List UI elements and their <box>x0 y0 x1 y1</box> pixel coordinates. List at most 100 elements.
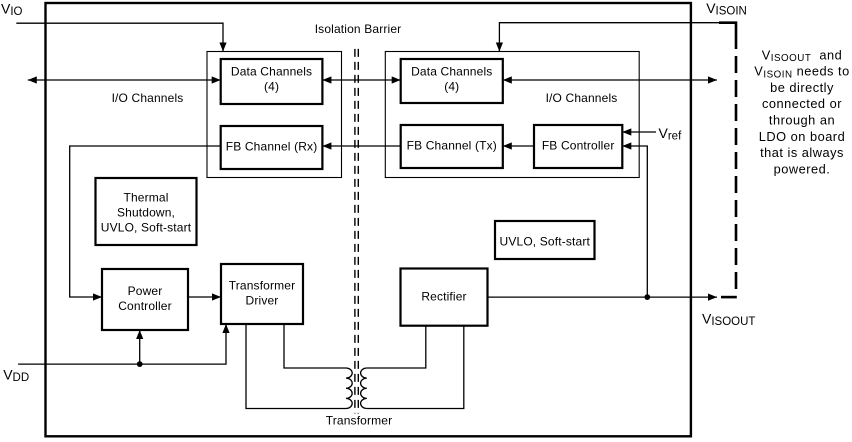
chip-outline-layer <box>44 1 693 438</box>
transformer-label: Transformer <box>326 414 393 428</box>
note-line: through an <box>769 113 835 128</box>
note-segment: V <box>762 47 771 62</box>
io-left-arrow-start-arrowhead-icon <box>27 76 37 84</box>
vdd-pin-main-text: V <box>3 367 13 383</box>
vref-wire-end-arrowhead-icon <box>622 128 632 136</box>
power-controller-box <box>100 267 190 332</box>
vio-wire-end-arrowhead-icon <box>219 42 227 52</box>
note-segment: powered. <box>774 161 831 176</box>
fb-cross-barrier-end-arrowhead-icon <box>322 142 332 150</box>
note-line: LDO on board <box>759 129 845 144</box>
rectifier-out-end-arrowhead-icon <box>708 293 717 301</box>
powerctrl-to-driver-end-arrowhead-icon <box>212 293 221 301</box>
vio-pin-label: VIO <box>1 1 23 19</box>
fbrx-to-powerctrl <box>69 145 221 298</box>
feedback-junction <box>644 294 651 300</box>
note-segment: and <box>811 47 842 62</box>
driver-primary-bottom <box>245 324 346 410</box>
data-channels-left-label: Data Channels <box>231 65 312 79</box>
io-middle-arrow-end-arrowhead-icon <box>391 76 401 84</box>
io-right-arrow-end-arrowhead-icon <box>708 76 717 84</box>
wires-layer <box>16 22 719 410</box>
feedback-loop-end-arrowhead-icon <box>622 142 632 150</box>
visoin-link-head <box>719 21 738 32</box>
note-segment: LDO on board <box>759 129 845 144</box>
junction-dots-layer <box>136 294 651 367</box>
thermal-shutdown-box <box>94 176 198 247</box>
note-segment: that is always <box>760 145 844 160</box>
isolation-barrier-label: Isolation Barrier <box>315 22 402 36</box>
io-channels-right-label: I/O Channels <box>546 91 618 105</box>
visoin-wire <box>498 22 719 52</box>
note-line: that is always <box>760 145 844 160</box>
note-segment: ISOIN <box>763 69 792 80</box>
fbctrl-to-fbtx-end-arrowhead-icon <box>502 142 512 150</box>
fb-controller-label: FB Controller <box>542 139 615 153</box>
note-segment: needs to <box>793 64 850 79</box>
vdd-junction <box>136 361 143 367</box>
labels-layer: I/O Channels I/O Channels Isolation Barrie… <box>1 0 849 428</box>
data-channels-right-label: (4) <box>444 80 459 94</box>
transformer-primary-winding <box>345 367 353 410</box>
group-boxes-layer <box>206 50 640 179</box>
uvlo-soft-start-box <box>493 219 596 261</box>
transformer-driver-label: Transformer <box>229 279 296 293</box>
visoin-pin-label: VISOIN <box>706 0 747 18</box>
note-segment: V <box>754 64 763 79</box>
visoout-pin-main-text: V <box>702 311 712 327</box>
vdd-rail <box>18 324 227 365</box>
data-channels-left-box <box>219 57 324 106</box>
left-io-group <box>206 50 343 179</box>
vdd-pin-sub-text: DD <box>13 372 30 384</box>
transformer-driver-label: Driver <box>246 294 279 308</box>
rectifier-label: Rectifier <box>421 289 466 303</box>
rect-secondary-bottom <box>366 325 465 410</box>
data-channels-left-label: (4) <box>264 80 279 94</box>
fb-channel-rx-box <box>219 124 324 171</box>
note-line: powered. <box>774 161 831 176</box>
data-channels-right-label: Data Channels <box>411 65 492 79</box>
vio-pin-main-text: V <box>1 1 11 17</box>
io-right-arrow-start-arrowhead-icon <box>502 76 512 84</box>
note-segment: be directly <box>770 80 834 95</box>
vdd-rail-end-arrowhead-icon <box>222 324 230 333</box>
vref-pin-main-text: V <box>659 125 669 141</box>
power-controller-label: Power <box>128 284 163 298</box>
io-channels-left-label: I/O Channels <box>112 91 184 105</box>
vref-pin-sub-text: ref <box>668 131 682 143</box>
fbrx-to-powerctrl-end-arrowhead-icon <box>93 293 102 301</box>
fb-channel-rx-label: FB Channel (Rx) <box>226 140 318 154</box>
arrowheads-layer <box>27 42 717 339</box>
vref-pin-label: Vref <box>659 125 683 143</box>
vdd-pin-label: VDD <box>3 367 29 385</box>
vio-wire <box>16 22 224 52</box>
fb-channel-tx-label: FB Channel (Tx) <box>407 139 497 153</box>
note-line: be directly <box>770 80 834 95</box>
note-line: connected or <box>762 96 842 111</box>
uvlo-soft-start-label: UVLO, Soft-start <box>500 235 591 249</box>
chip-outline <box>44 1 693 438</box>
thermal-shutdown-label: UVLO, Soft-start <box>101 221 192 235</box>
visoin-pin-main-text: V <box>706 0 716 16</box>
data-channels-right-box <box>399 57 504 105</box>
thermal-shutdown-label: Thermal <box>123 191 168 205</box>
isolation-barrier-layer <box>354 21 738 414</box>
fb-controller-box <box>532 123 624 170</box>
visoout-pin-sub-text: ISOOUT <box>711 316 755 328</box>
blocks-layer: Data Channels(4)FB Channel (Rx)Data Chan… <box>94 57 624 332</box>
note-line: VISOIN needs to <box>754 64 849 81</box>
visoin-wire-end-arrowhead-icon <box>495 42 503 52</box>
vdd-branch-powerctrl-end-arrowhead-icon <box>136 330 144 339</box>
io-left-arrow-end-arrowhead-icon <box>211 76 221 84</box>
note-segment: ISOOUT <box>771 53 812 64</box>
power-controller-label: Controller <box>118 299 172 313</box>
fb-channel-tx-box <box>399 123 504 170</box>
note-segment: connected or <box>762 96 842 111</box>
visoout-pin-label: VISOOUT <box>702 311 755 329</box>
driver-primary-top <box>283 324 346 369</box>
transformer-driver-box <box>219 262 305 326</box>
feedback-loop <box>622 145 648 298</box>
rectifier-box <box>399 267 489 327</box>
